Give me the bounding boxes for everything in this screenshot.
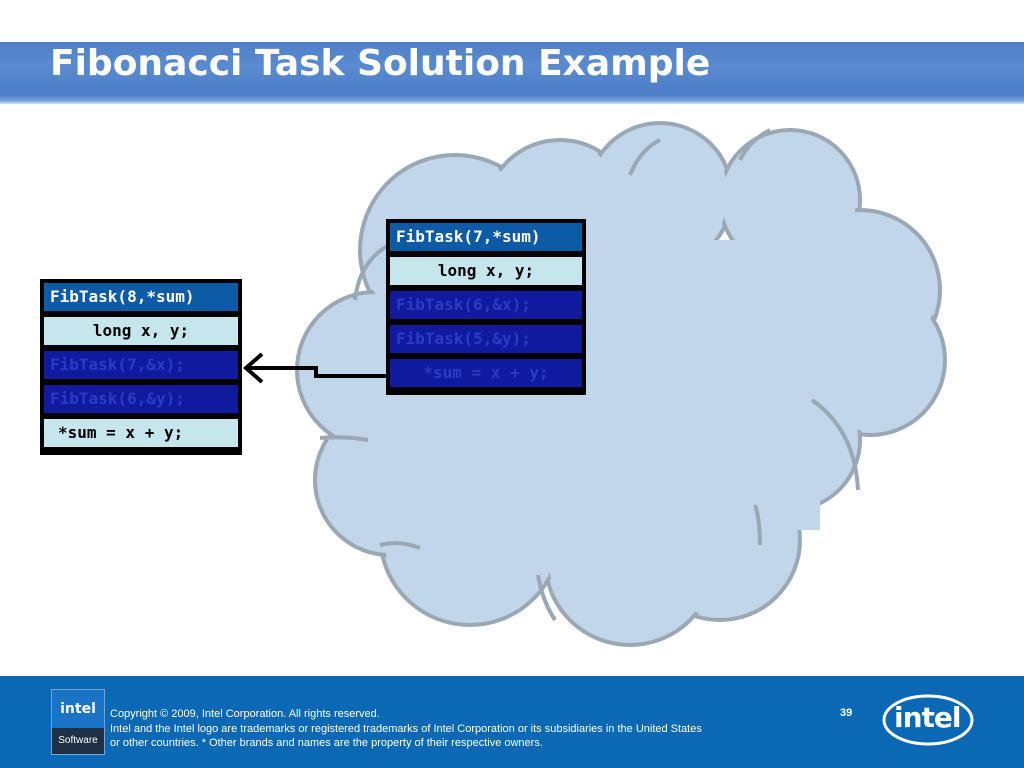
slide-title: Fibonacci Task Solution Example [50,43,711,84]
software-logo-bottom: Software [52,728,104,754]
footer-bar [0,676,1024,768]
right-task-call1: FibTask(6,&x); [390,291,582,319]
right-task-stack: FibTask(7,*sum) long x, y; FibTask(6,&x)… [386,219,586,395]
copyright-line-1: Copyright © 2009, Intel Corporation. All… [110,708,380,720]
copyright-line-3: or other countries. * Other brands and n… [110,737,543,749]
right-task-sum: *sum = x + y; [390,359,582,387]
left-task-call2: FibTask(6,&y); [44,385,238,413]
left-task-decl: long x, y; [44,317,238,345]
left-task-stack: FibTask(8,*sum) long x, y; FibTask(7,&x)… [40,279,242,455]
intel-logo: intel [880,689,980,751]
title-bar [0,42,1024,104]
left-task-call1: FibTask(7,&x); [44,351,238,379]
connector-arrow [242,352,392,384]
right-task-decl: long x, y; [390,257,582,285]
right-task-call2: FibTask(5,&y); [390,325,582,353]
intel-logo-swoosh-icon [882,694,974,746]
intel-logo-text: intel [894,701,962,734]
page-number: 39 [840,707,853,719]
intel-software-logo: intel Software [51,689,105,755]
left-task-sum: *sum = x + y; [44,419,238,447]
copyright-notice: Copyright © 2009, Intel Corporation. All… [110,707,702,751]
software-logo-top: intel [52,690,104,728]
right-task-header: FibTask(7,*sum) [390,223,582,251]
left-task-header: FibTask(8,*sum) [44,283,238,311]
copyright-line-2: Intel and the Intel logo are trademarks … [110,722,702,735]
